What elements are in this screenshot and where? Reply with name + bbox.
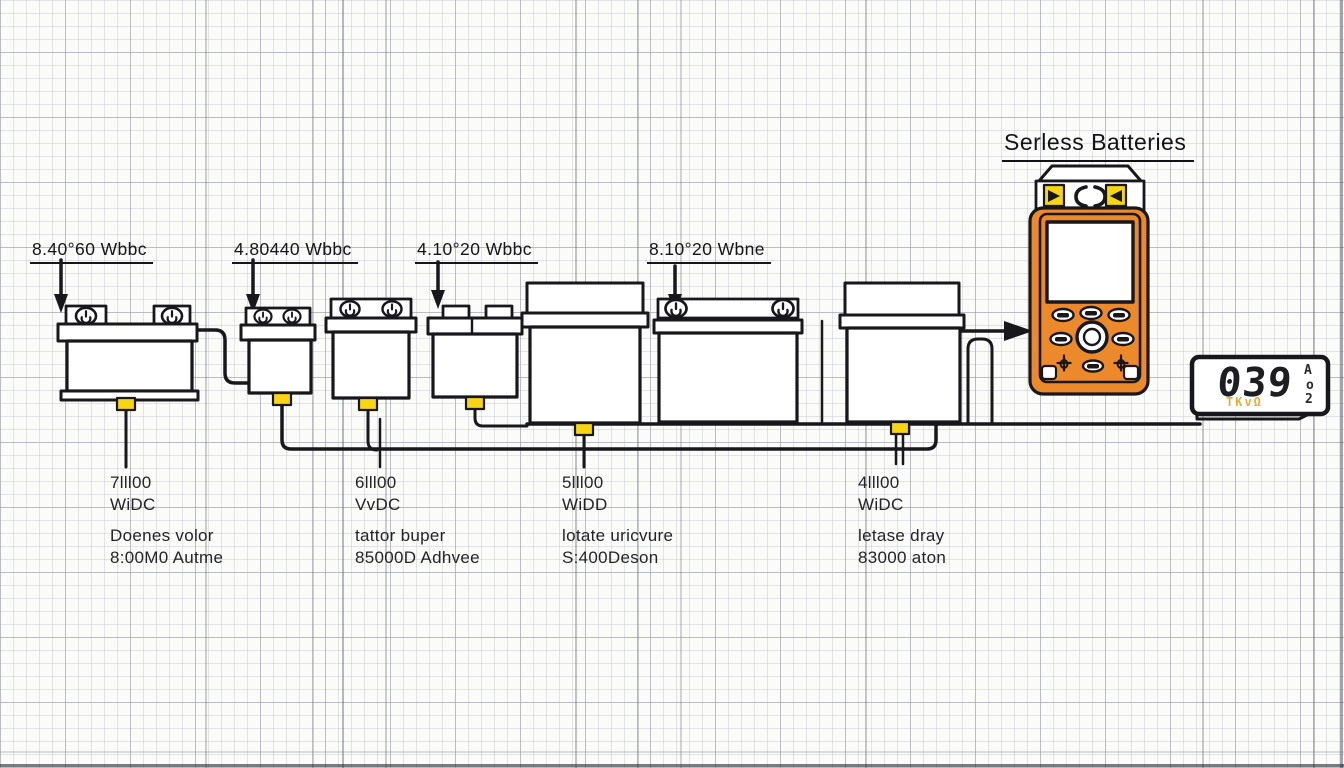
power-icon [253,308,273,325]
battery-terminal-lug [115,396,137,412]
down-arrow-icon [431,260,445,309]
note-desc: 83000 aton [858,547,947,567]
power-icon [160,306,184,326]
lcd-frame [1189,354,1331,417]
power-icon [282,308,302,325]
battery-6 [652,297,804,424]
multimeter [1028,164,1150,396]
rating-label-2: 4.80440 Wbbc [232,239,358,264]
wiring [124,319,1202,469]
down-arrow-icon [246,258,260,313]
meter-face [1038,212,1142,384]
note-value: 7lll00 [110,473,152,492]
battery-4 [426,304,524,411]
wire-battery3-join [366,408,379,452]
lcd-symbol-o: o [1306,378,1314,393]
grid-line [312,0,314,768]
battery-note-4: 4lll00 WiDC letase dray 83000 aton [858,472,946,568]
battery-1 [56,304,200,412]
note-desc: 8:00M0 Autme [110,547,224,567]
lcd-sub-label: TKvΩ [1226,395,1263,409]
rating-label-4: 8.10°20 Wbne [647,239,771,264]
note-value: 5lll00 [562,473,604,492]
note-desc: lotate uricvure [562,526,674,545]
battery-terminal-lug [573,421,595,437]
panel-meter-display [1189,354,1331,421]
power-icon [381,299,403,319]
note-desc: 85000D Adhvee [355,547,480,567]
power-icon [771,298,795,319]
battery-note-1: 7lll00 WiDC Doenes volor 8:00M0 Autme [110,472,223,568]
meter-screen [1045,220,1135,304]
note-unit: WiDD [562,494,608,514]
note-desc: Doenes volor [110,526,214,545]
wire-battery4-join [473,407,529,428]
note-value: 4lll00 [858,473,900,492]
wire-bus [280,403,938,451]
bracket-icon [1093,185,1107,208]
grid-line [0,764,1344,767]
battery-3 [324,297,418,412]
note-unit: WiDC [858,494,904,514]
power-icon [664,298,688,319]
battery-5 [520,281,650,437]
rating-label-1: 8.40°60 Wbbc [30,239,153,264]
power-icon [339,299,361,319]
grid-line [0,751,1344,753]
battery-terminal-lug [357,396,379,412]
bracket-icon [1074,185,1088,208]
battery-2 [239,306,317,407]
note-unit: VvDC [355,494,401,514]
battery-note-2: 6lll00 VvDC tattor buper 85000D Adhvee [355,472,480,568]
note-desc: S:400Deson [562,547,659,567]
battery-7 [838,281,966,436]
note-unit: WiDC [110,494,156,514]
wire-loop [966,337,994,425]
right-arrow-icon [1004,321,1033,341]
down-arrow-icon [54,258,68,313]
lcd-symbol-a: A [1304,363,1312,378]
battery-terminal-lug [889,420,911,436]
note-desc: tattor buper [355,526,446,545]
grid-line [205,0,207,768]
note-value: 6lll00 [355,473,397,492]
battery-note-3: 5lll00 WiDD lotate uricvure S:400Deson [562,472,673,568]
dial-icon [1075,320,1109,354]
lcd-stand [1195,412,1311,421]
diagram-title: Serless Batteries [1002,129,1195,162]
battery-terminal-lug [271,391,293,407]
note-desc: letase dray [858,526,945,545]
battery-terminal-lug [464,395,486,411]
lcd-symbol-2: 2 [1305,392,1313,407]
grid-line [1340,0,1343,768]
wire-battery1-to-battery2 [195,328,252,385]
power-icon [74,306,98,326]
rating-label-3: 4.10°20 Wbbc [415,239,538,264]
wire-battery7-drop [894,432,905,466]
